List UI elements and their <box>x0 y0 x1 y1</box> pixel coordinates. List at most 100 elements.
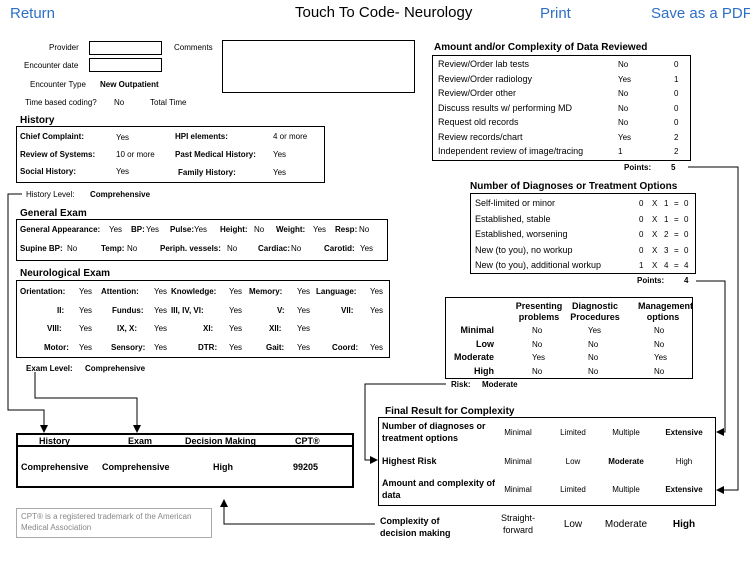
chief-complaint-value[interactable]: Yes <box>116 133 130 142</box>
general-exam-value[interactable]: No <box>127 244 138 253</box>
save-pdf-button[interactable]: Save as a PDF <box>651 5 750 22</box>
diagnosis-row-count[interactable]: 0 <box>639 199 644 208</box>
risk-cell[interactable]: No <box>654 326 665 335</box>
risk-cell[interactable]: No <box>654 339 665 349</box>
neuro-exam-value[interactable]: Yes <box>79 287 93 296</box>
neuro-exam-label: Gait: <box>266 343 285 352</box>
data-review-row-answer[interactable]: No <box>618 103 629 113</box>
data-review-row-label: Discuss results w/ performing MD <box>438 102 573 113</box>
risk-row-label: Low <box>476 338 494 349</box>
risk-label: Risk: <box>451 380 471 389</box>
neuro-exam-value[interactable]: Yes <box>297 306 311 315</box>
encounter-type-label: Encounter Type <box>30 80 86 89</box>
general-exam-label: BP: <box>131 225 145 234</box>
history-box <box>16 126 325 183</box>
risk-cell[interactable]: Yes <box>654 353 668 362</box>
risk-cell[interactable]: Yes <box>532 353 546 362</box>
comments-field[interactable] <box>222 40 415 93</box>
neuro-exam-value[interactable]: Yes <box>154 287 168 296</box>
diagnosis-row-times: X <box>652 245 658 255</box>
time-based-value[interactable]: No <box>114 98 125 107</box>
diagnosis-row-equals: = <box>674 245 679 255</box>
general-exam-value[interactable]: No <box>67 244 78 253</box>
neuro-exam-value[interactable]: Yes <box>229 343 243 352</box>
risk-cell[interactable]: No <box>588 353 599 362</box>
diagnosis-row-times: X <box>652 261 658 270</box>
data-review-row-answer[interactable]: No <box>618 89 629 98</box>
data-review-row-answer[interactable]: Yes <box>618 74 632 84</box>
risk-value: Moderate <box>482 380 518 389</box>
neuro-exam-value[interactable]: Yes <box>154 343 168 352</box>
general-exam-title: General Exam <box>20 208 87 219</box>
print-button[interactable]: Print <box>540 5 571 22</box>
diagnosis-row-count[interactable]: 0 <box>639 230 644 239</box>
general-exam-value[interactable]: No <box>254 225 265 234</box>
diagnosis-row-total: 4 <box>684 261 689 270</box>
general-exam-value[interactable]: Yes <box>194 225 208 234</box>
encounter-type-value[interactable]: New Outpatient <box>100 80 159 89</box>
complexity-cell: Straight-forward <box>500 513 535 535</box>
risk-cell[interactable]: No <box>532 339 543 349</box>
risk-cell[interactable]: No <box>532 326 543 335</box>
return-button[interactable]: Return <box>10 5 56 22</box>
neuro-exam-value[interactable]: Yes <box>229 324 243 333</box>
risk-cell[interactable]: No <box>588 339 599 349</box>
diagnosis-row-count[interactable]: 0 <box>639 214 644 224</box>
risk-cell[interactable]: No <box>532 366 543 376</box>
time-based-label: Time based coding? <box>25 98 97 107</box>
neuro-exam-value[interactable]: Yes <box>370 287 384 296</box>
neuro-exam-value[interactable]: Yes <box>154 324 168 333</box>
diagnosis-row-count[interactable]: 1 <box>639 261 644 270</box>
diagnosis-row-multiplier: 3 <box>664 245 669 255</box>
summary-exam-header: Exam <box>128 436 153 446</box>
data-review-row-answer[interactable]: No <box>618 118 629 127</box>
final-cell: Low <box>565 457 581 466</box>
neuro-exam-value[interactable]: Yes <box>79 324 93 333</box>
general-exam-value[interactable]: Yes <box>146 225 160 234</box>
exam-level-label: Exam Level: <box>26 364 73 373</box>
summary-decision-value: High <box>213 462 233 472</box>
summary-cpt-header: CPT® <box>295 436 320 446</box>
neuro-exam-value[interactable]: Yes <box>229 287 243 296</box>
family-history-value[interactable]: Yes <box>273 168 287 177</box>
provider-field[interactable] <box>89 41 162 55</box>
general-exam-value[interactable]: No <box>227 244 238 253</box>
final-cell: Limited <box>560 428 586 437</box>
risk-cell[interactable]: No <box>588 366 599 376</box>
neuro-exam-value[interactable]: Yes <box>297 287 311 296</box>
general-exam-value[interactable]: No <box>291 244 302 253</box>
final-cell: Moderate <box>608 457 644 466</box>
data-review-row-points: 1 <box>674 74 679 84</box>
pmh-value[interactable]: Yes <box>273 150 287 159</box>
general-exam-value[interactable]: No <box>359 225 370 234</box>
risk-cell[interactable]: No <box>654 366 665 376</box>
neuro-exam-value[interactable]: Yes <box>79 343 93 352</box>
neuro-exam-value[interactable]: Yes <box>297 324 311 333</box>
neuro-exam-value[interactable]: Yes <box>297 343 311 352</box>
data-review-row-points: 2 <box>674 132 679 142</box>
social-history-value[interactable]: Yes <box>116 167 130 176</box>
risk-cell[interactable]: Yes <box>588 326 602 335</box>
neuro-exam-value[interactable]: Yes <box>154 306 168 315</box>
general-exam-value[interactable]: Yes <box>360 244 374 253</box>
neuro-exam-value[interactable]: Yes <box>79 306 93 315</box>
final-cell: Minimal <box>504 457 532 466</box>
data-review-row-answer[interactable]: 1 <box>618 147 623 156</box>
neuro-exam-value[interactable]: Yes <box>370 306 384 315</box>
diagnosis-row-total: 0 <box>684 199 689 208</box>
hpi-value[interactable]: 4 or more <box>273 132 308 141</box>
final-cell: Minimal <box>504 485 532 494</box>
diagnosis-row-label: Established, worsening <box>475 229 568 239</box>
general-exam-value[interactable]: Yes <box>313 225 327 234</box>
general-exam-value[interactable]: Yes <box>109 225 123 234</box>
ros-value[interactable]: 10 or more <box>116 150 155 159</box>
neuro-exam-label: IX, X: <box>117 324 138 333</box>
diagnosis-row-equals: = <box>674 214 679 224</box>
data-review-row-answer[interactable]: Yes <box>618 132 632 142</box>
trademark-note: CPT® is a registered trademark of the Am… <box>21 512 192 532</box>
neuro-exam-value[interactable]: Yes <box>229 306 243 315</box>
encounter-date-field[interactable] <box>89 58 162 72</box>
neuro-exam-value[interactable]: Yes <box>370 343 384 352</box>
data-review-row-answer[interactable]: No <box>618 60 629 69</box>
diagnosis-row-count[interactable]: 0 <box>639 245 644 255</box>
